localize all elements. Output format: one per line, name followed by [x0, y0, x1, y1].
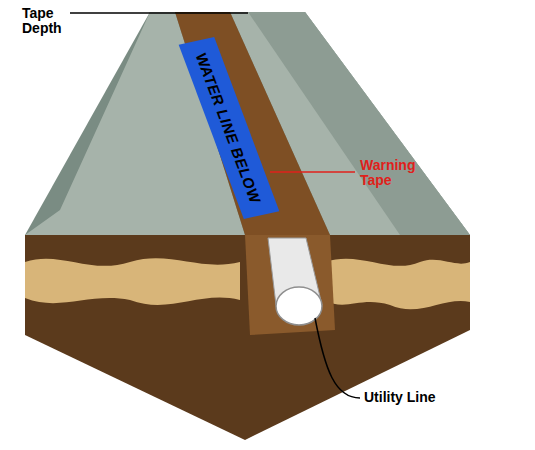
soil-front-face [25, 235, 470, 440]
callout-label: Utility Line [364, 390, 474, 405]
callout-label: Tape Depth [22, 6, 70, 36]
trench-top [175, 12, 330, 235]
leader-line [70, 12, 248, 14]
leader-line [315, 318, 360, 398]
leader-line [270, 171, 355, 173]
sand-layer [325, 259, 470, 310]
trench-backfill [245, 235, 335, 335]
ground-surface [25, 12, 470, 235]
sand-layer [25, 258, 240, 305]
callout-label: Warning Tape [360, 158, 430, 188]
